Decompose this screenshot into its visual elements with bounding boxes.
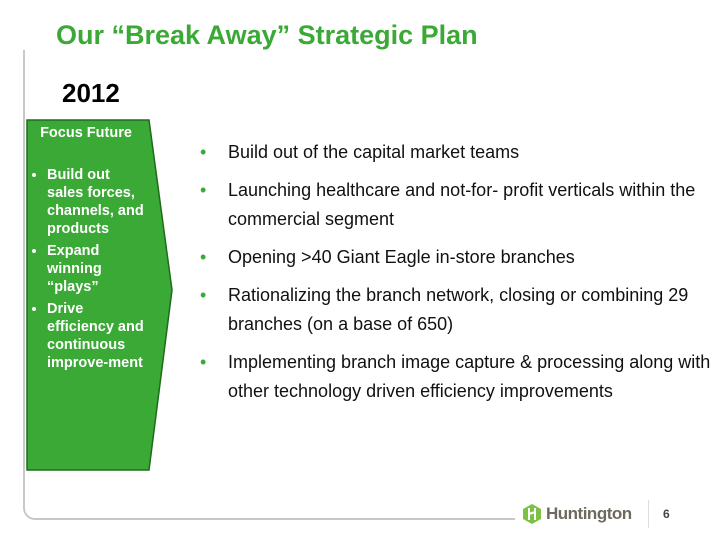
bullet-item: Opening >40 Giant Eagle in-store branche…	[200, 243, 720, 272]
focus-item: Expand winning “plays”	[47, 242, 145, 296]
bullet-item: Launching healthcare and not-for- profit…	[200, 176, 720, 234]
bullet-item: Rationalizing the branch network, closin…	[200, 281, 720, 339]
bullet-item: Implementing branch image capture & proc…	[200, 348, 720, 406]
slide-title: Our “Break Away” Strategic Plan	[56, 20, 478, 50]
huntington-hex-icon	[523, 504, 541, 524]
huntington-logo: Huntington	[522, 503, 632, 525]
focus-item: Build out sales forces, channels, and pr…	[47, 166, 145, 238]
bullet-item: Build out of the capital market teams	[200, 138, 720, 167]
logo-text: Huntington	[546, 504, 632, 523]
bullet-list: Build out of the capital market teams La…	[200, 138, 720, 415]
page-number: 6	[663, 507, 670, 521]
focus-panel-shape	[26, 119, 173, 471]
focus-panel-heading: Focus Future	[40, 125, 132, 141]
footer-divider	[648, 500, 649, 528]
year-heading: 2012	[62, 78, 120, 108]
slide-frame-line	[23, 50, 515, 520]
focus-panel: Focus Future Build out sales forces, cha…	[27, 124, 145, 376]
focus-item: Drive efficiency and continuous improve-…	[47, 300, 145, 372]
